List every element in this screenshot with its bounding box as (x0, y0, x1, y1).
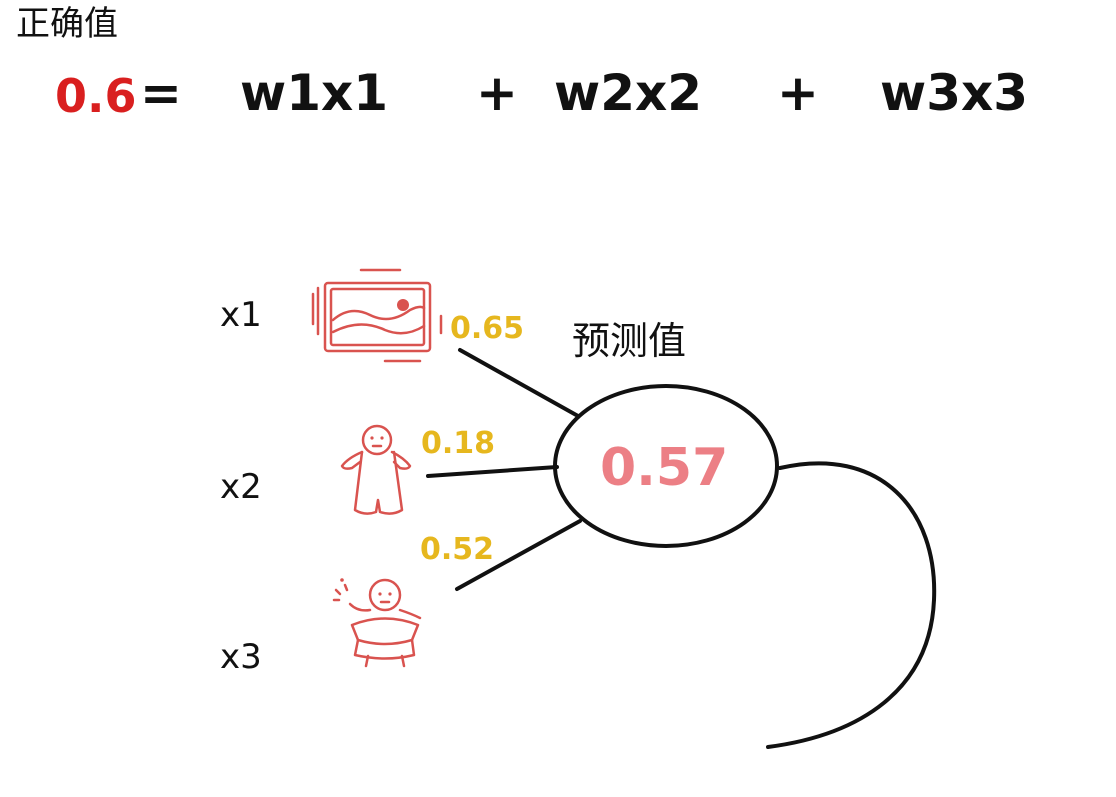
equation: 0.6 = w1x1 + w2x2 + w3x3 (55, 64, 1028, 123)
term-w3x3: w3x3 (880, 64, 1028, 122)
plus-sign-1: + (476, 64, 518, 122)
input-label-x1: x1 (220, 295, 262, 335)
person-icon (340, 424, 412, 515)
prediction-label: 预测值 (572, 319, 686, 363)
input-label-x3: x3 (220, 637, 262, 677)
neuron-node (553, 384, 779, 548)
term-w2x2: w2x2 (554, 64, 702, 122)
weight-w3: 0.52 (420, 532, 494, 567)
connection-x3 (455, 519, 582, 591)
input-label-x2: x2 (220, 467, 262, 507)
correct-value: 0.6 (55, 69, 137, 123)
prediction-value: 0.57 (600, 438, 728, 498)
term-w1x1: w1x1 (240, 64, 388, 122)
weight-w1: 0.65 (450, 311, 524, 346)
equals-sign: = (140, 64, 182, 122)
plus-sign-2: + (777, 64, 819, 122)
magic-person-icon (332, 578, 422, 668)
landscape-picture-icon (311, 268, 443, 363)
connection-x1 (458, 348, 580, 418)
weight-w2: 0.18 (421, 426, 495, 461)
correct-value-title: 正确值 (16, 4, 118, 44)
output-curve (766, 461, 937, 749)
connection-x2 (426, 465, 559, 478)
